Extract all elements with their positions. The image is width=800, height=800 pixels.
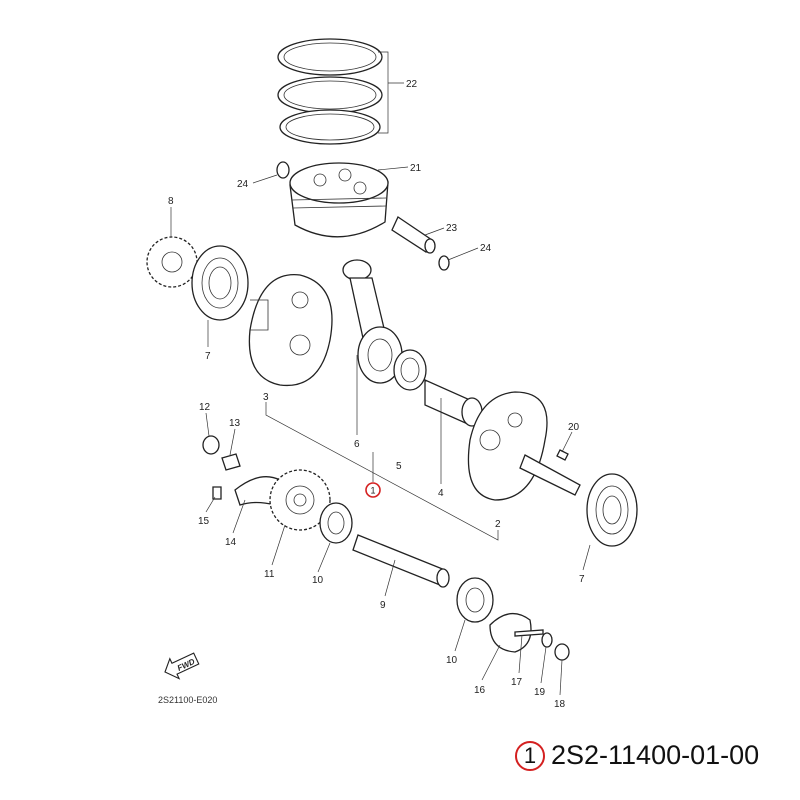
crank-web-left [248, 274, 333, 387]
callout-16: 16 [474, 685, 486, 696]
diagram-code: 2S21100-E020 [158, 695, 217, 705]
callout-18: 18 [554, 699, 566, 710]
part-number: 2S2-11400-01-00 [551, 740, 760, 770]
bearing-10a [319, 502, 353, 544]
leader-lines [170, 51, 591, 696]
balancer-gear [269, 469, 331, 531]
callout-3: 3 [263, 392, 269, 403]
callout-4: 4 [438, 488, 444, 499]
fwd-label: FWD [176, 657, 197, 673]
callout-10: 10 [446, 655, 458, 666]
callout-1[interactable]: 1 [371, 486, 376, 496]
highlight-circle [365, 482, 381, 498]
crank-web-right [467, 391, 581, 501]
balancer-weight [489, 613, 532, 653]
callout-14: 14 [225, 537, 237, 548]
callout-20: 20 [568, 422, 580, 433]
connecting-rod [342, 259, 403, 384]
callout-21: 21 [410, 163, 422, 174]
callout-11: 11 [264, 569, 275, 580]
fwd-arrow-icon: FWD [164, 652, 200, 680]
callout-6: 6 [354, 439, 360, 450]
callout-7: 7 [579, 574, 585, 585]
bolt-15 [212, 486, 222, 500]
callout-7: 7 [205, 351, 211, 362]
rod-bearing [393, 349, 427, 391]
washer-13 [221, 453, 241, 471]
nut-18 [554, 643, 570, 661]
bearing-10b [456, 577, 494, 623]
bearing-left [191, 245, 249, 321]
part-ref-circle: 1 [515, 740, 545, 771]
part-number-legend: 1 2S2-11400-01-00 [515, 740, 759, 771]
piston-pin [391, 216, 436, 254]
piston-rings [277, 38, 383, 145]
callout-2: 2 [495, 519, 501, 530]
callout-8: 8 [168, 196, 174, 207]
nut-12 [202, 435, 220, 455]
callout-22: 22 [406, 79, 418, 90]
callout-15: 15 [198, 516, 210, 527]
callout-24: 24 [480, 243, 492, 254]
balancer-shaft [352, 534, 450, 588]
crank-pin [424, 378, 483, 427]
callout-5: 5 [396, 461, 402, 472]
crank-gear [146, 236, 198, 288]
callout-13: 13 [229, 418, 241, 429]
circlip-left [276, 161, 290, 179]
callout-17: 17 [511, 677, 523, 688]
key-17 [514, 629, 544, 637]
callout-9: 9 [380, 600, 386, 611]
callout-10: 10 [312, 575, 324, 586]
callout-19: 19 [534, 687, 546, 698]
circlip-right [438, 255, 450, 271]
callout-24: 24 [237, 179, 249, 190]
piston [289, 162, 389, 238]
callout-23: 23 [446, 223, 458, 234]
washer-19 [541, 632, 553, 648]
callout-12: 12 [199, 402, 211, 413]
woodruff-key [556, 449, 569, 461]
bearing-right [586, 473, 638, 547]
